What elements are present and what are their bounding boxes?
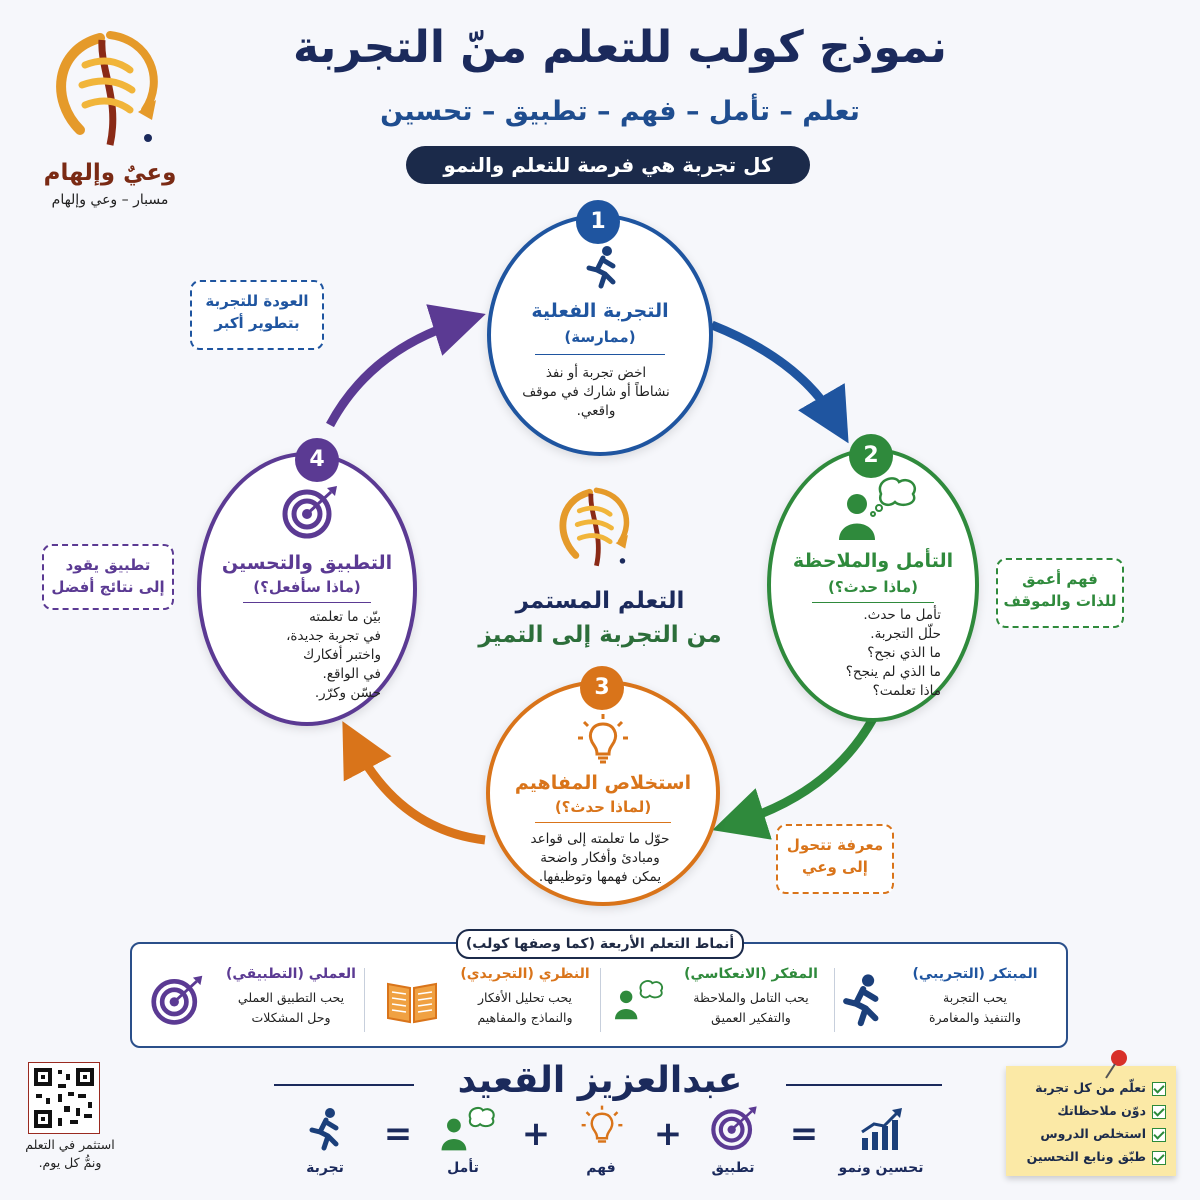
equation-understanding-label: فهم xyxy=(586,1160,616,1176)
brand-name: وعيٌ وإلهام xyxy=(43,160,177,186)
center-title: التعلم المستمر xyxy=(515,588,685,614)
lightbulb-icon xyxy=(578,714,628,764)
stage-1-title: التجربة الفعلية xyxy=(531,300,669,322)
equation-reflection-label: تأمل xyxy=(447,1160,479,1176)
runner-icon xyxy=(843,974,879,1027)
checklist-item: استخلص الدروس xyxy=(1016,1126,1166,1142)
book-icon xyxy=(387,982,437,1024)
stage-1-subtitle: (ممارسة) xyxy=(564,328,636,346)
target-icon xyxy=(151,975,203,1025)
stage-4-number: 4 xyxy=(295,438,339,482)
brand-tagline: مسبار – وعي وإلهام xyxy=(51,192,169,208)
stage-4-circle: 4 التطبيق والتحسين (ماذا سأفعل؟) بيّن ما… xyxy=(197,438,417,726)
stage-2-number: 2 xyxy=(849,434,893,478)
stage-1-number: 1 xyxy=(576,200,620,244)
stage-2-title: التأمل والملاحظة xyxy=(792,550,954,572)
stage-2-circle: 2 التأمل والملاحظة (ماذا حدث؟) تأمل ما ح… xyxy=(767,434,979,722)
checkbox-checked-icon xyxy=(1152,1150,1166,1165)
checklist-item: طبّق ونابع التحسين xyxy=(1016,1149,1166,1165)
stage-3-subtitle: (لماذا حدث؟) xyxy=(554,798,652,816)
growth-chart-icon xyxy=(861,1108,902,1150)
note-knowledge-to-awareness: معرفة تتحول إلى وعي xyxy=(776,824,894,894)
stage-1-circle: 1 التجربة الفعلية (ممارسة) اخض تجربة أو … xyxy=(487,200,713,456)
equation-growth-label: تحسين ونمو xyxy=(838,1160,924,1176)
header-banner: كل تجربة هي فرصة للتعلم والنمو xyxy=(406,146,810,184)
stage-3-number: 3 xyxy=(580,666,624,710)
qr-code-icon xyxy=(28,1062,100,1134)
note-better-results: تطبيق يقود إلى نتائج أفضل xyxy=(42,544,174,610)
checklist-item: دوّن ملاحظاتك xyxy=(1016,1103,1166,1119)
stage-3-circle: 3 استخلاص المفاهيم (لماذا حدث؟) حوّل ما … xyxy=(486,666,720,906)
thinking-person-icon xyxy=(614,980,664,1020)
stage-3-body: حوّل ما تعلمته إلى قواعد ومبادئ وأفكار و… xyxy=(530,831,670,885)
learning-styles-heading: أنماط التعلم الأربعة (كما وصفها كولب) xyxy=(456,929,744,959)
equation-experience-label: تجربة xyxy=(306,1160,344,1176)
equation-plus-2: + xyxy=(653,1114,683,1154)
arrow-3-to-4 xyxy=(342,721,486,845)
qr-caption: استثمر في التعلم ونمُّ كل يوم. xyxy=(25,1137,115,1170)
equation-plus-1: + xyxy=(521,1114,551,1154)
note-deeper-understanding: فهم أعمق للذات والموقف xyxy=(996,558,1124,628)
center-subtitle: من التجربة إلى التميز xyxy=(478,622,722,648)
target-icon xyxy=(711,1106,757,1151)
checklist-item: تعلّم من كل تجربة xyxy=(1016,1080,1166,1096)
stage-4-subtitle: (ماذا سأفعل؟) xyxy=(253,578,361,596)
stage-4-body: بيّن ما تعلمته في تجربة جديدة، واختبر أف… xyxy=(286,609,381,701)
note-return-to-experience: العودة للتجربة بتطوير أكبر xyxy=(190,280,324,350)
center-logo xyxy=(559,487,630,567)
checkbox-checked-icon xyxy=(1152,1081,1166,1096)
thinking-person-icon xyxy=(441,1106,495,1151)
stage-2-body: تأمل ما حدث. حلّل التجربة. ما الذي نجح؟ … xyxy=(845,607,941,699)
author-name: عبدالعزيز القعيد xyxy=(457,1060,743,1101)
stage-4-title: التطبيق والتحسين xyxy=(221,552,393,574)
target-icon xyxy=(282,486,337,539)
page-subtitle: تعلم – تأمل – فهم – تطبيق – تحسين xyxy=(380,96,860,127)
stage-2-subtitle: (ماذا حدث؟) xyxy=(828,578,918,596)
arrow-1-to-2 xyxy=(710,320,849,444)
equation-equals-1: = xyxy=(383,1114,413,1154)
arrow-2-to-3 xyxy=(712,703,885,840)
equation-application-label: تطبيق xyxy=(711,1160,755,1176)
equation-equals-2: = xyxy=(789,1114,819,1154)
runner-icon xyxy=(586,246,616,289)
arrow-4-to-1 xyxy=(326,304,486,428)
page-title: نموذج كولب للتعلم منّ التجربة xyxy=(293,22,947,73)
runner-icon xyxy=(309,1108,339,1151)
checklist-sticky-note: تعلّم من كل تجربة دوّن ملاحظاتك استخلص ا… xyxy=(1006,1050,1176,1176)
pushpin-icon xyxy=(1105,1050,1127,1079)
brand-logo xyxy=(56,31,158,146)
stage-1-body: اخض تجربة أو نفذ نشاطاً أو شارك في موقف … xyxy=(522,365,670,419)
thinking-person-icon xyxy=(839,477,916,540)
checkbox-checked-icon xyxy=(1152,1104,1166,1119)
stage-3-title: استخلاص المفاهيم xyxy=(514,772,692,794)
lightbulb-icon xyxy=(581,1105,623,1143)
checkbox-checked-icon xyxy=(1152,1127,1166,1142)
